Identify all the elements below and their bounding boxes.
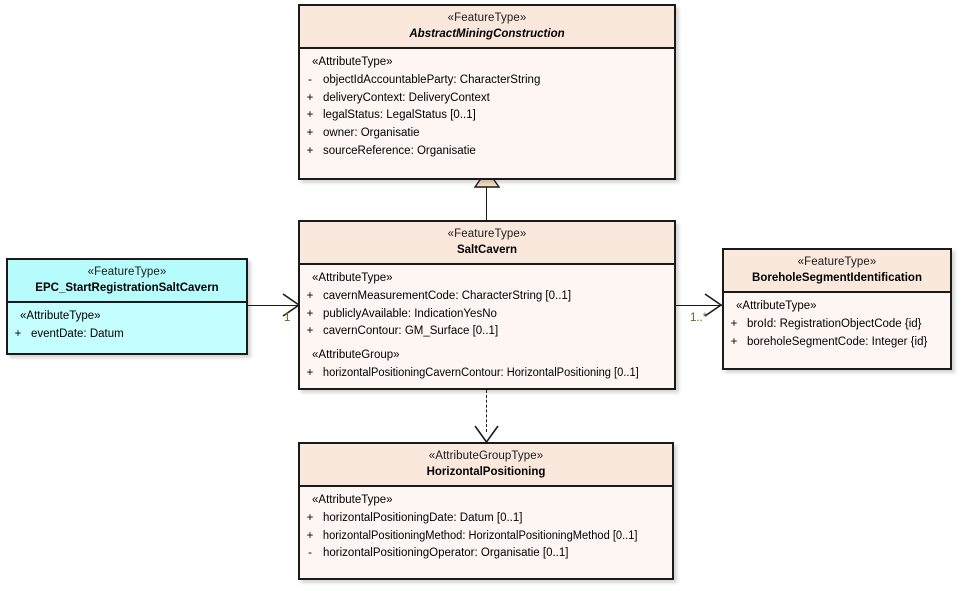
association-line-epc-to-saltcavern <box>248 305 298 306</box>
attribute-row: + cavernContour: GM_Surface [0..1] <box>300 323 674 341</box>
attribute-label: broId: RegistrationObjectCode {id} <box>747 317 922 330</box>
attribute-visibility: + <box>306 289 314 302</box>
attribute-row: + eventDate: Datum <box>8 326 246 344</box>
compartment-label-attributetype: «AttributeType» <box>736 300 817 313</box>
attribute-label: boreholeSegmentCode: Integer {id} <box>747 335 928 348</box>
attribute-row: + cavernMeasurementCode: CharacterString… <box>300 288 674 306</box>
multiplicity-label-saltcavern-to-borehole: 1..* <box>690 312 708 324</box>
attribute-row: - horizontalPositioningOperator: Organis… <box>300 545 672 563</box>
attribute-label: horizontalPositioningOperator: Organisat… <box>323 547 569 560</box>
attribute-visibility: + <box>306 145 314 158</box>
compartment-label-attributetype: «AttributeType» <box>312 56 393 69</box>
attribute-label: legalStatus: LegalStatus [0..1] <box>323 109 476 122</box>
class-stereotype: «FeatureType» <box>797 256 877 268</box>
compartment-label-attributetype: «AttributeType» <box>312 272 393 285</box>
attribute-row: + horizontalPositioningCavernContour: Ho… <box>300 365 674 383</box>
attribute-row: + deliveryContext: DeliveryContext <box>300 90 674 108</box>
attribute-visibility: + <box>306 109 314 122</box>
class-header-horizontalpositioning: «AttributeGroupType» HorizontalPositioni… <box>300 444 672 488</box>
dependency-arrowhead-icon <box>474 425 499 444</box>
attribute-row: + legalStatus: LegalStatus [0..1] <box>300 107 674 125</box>
attribute-visibility: + <box>306 91 314 104</box>
class-header-saltcavern: «FeatureType» SaltCavern <box>300 222 674 266</box>
attribute-label: publiclyAvailable: IndicationYesNo <box>323 307 497 320</box>
class-stereotype: «FeatureType» <box>87 266 167 278</box>
attribute-row: + publiclyAvailable: IndicationYesNo <box>300 306 674 324</box>
dependency-line-saltcavern-to-horizontalpositioning <box>486 390 487 432</box>
class-stereotype: «FeatureType» <box>447 228 527 240</box>
attribute-visibility: - <box>308 547 312 560</box>
attribute-label: horizontalPositioningMethod: HorizontalP… <box>322 529 638 542</box>
attribute-visibility: + <box>306 511 314 524</box>
compartment-label-attributetype: «AttributeType» <box>312 494 393 507</box>
class-body-boreholesegmentidentification: «AttributeType» + broId: RegistrationObj… <box>724 293 950 357</box>
attribute-visibility: + <box>306 307 314 320</box>
attribute-row: + sourceReference: Organisatie <box>300 143 674 161</box>
class-body-epc-startregistrationsaltcavern: «AttributeType» + eventDate: Datum <box>8 303 246 350</box>
class-stereotype: «FeatureType» <box>447 12 527 24</box>
association-line-saltcavern-to-borehole <box>676 305 724 306</box>
attribute-label: horizontalPositioningCavernContour: Hori… <box>322 367 639 380</box>
attribute-label: sourceReference: Organisatie <box>323 145 476 158</box>
class-body-abstractminingconstruction: «AttributeType» - objectIdAccountablePar… <box>300 49 674 167</box>
attribute-row: + owner: Organisatie <box>300 125 674 143</box>
attribute-visibility: - <box>308 73 312 86</box>
class-title: EPC_StartRegistrationSaltCavern <box>35 282 219 295</box>
attribute-label: horizontalPositioningDate: Datum [0..1] <box>323 511 523 524</box>
attribute-visibility: + <box>306 367 314 380</box>
attribute-label: cavernContour: GM_Surface [0..1] <box>323 325 499 338</box>
attribute-label: objectIdAccountableParty: CharacterStrin… <box>323 73 541 86</box>
attribute-visibility: + <box>14 327 22 340</box>
generalization-line-saltcavern-to-abstractminingconstruction <box>486 184 487 220</box>
compartment-label-attributetype: «AttributeType» <box>20 310 101 323</box>
attribute-label: owner: Organisatie <box>323 127 420 140</box>
attribute-row: + horizontalPositioningDate: Datum [0..1… <box>300 510 672 528</box>
attribute-row: + boreholeSegmentCode: Integer {id} <box>724 334 950 352</box>
attribute-visibility: + <box>306 325 314 338</box>
attribute-visibility: + <box>306 127 314 140</box>
compartment-label-attributegroup: «AttributeGroup» <box>312 349 400 362</box>
class-title: SaltCavern <box>456 244 518 257</box>
class-title: HorizontalPositioning <box>426 466 546 479</box>
attribute-row: + horizontalPositioningMethod: Horizonta… <box>300 528 672 546</box>
attribute-label: eventDate: Datum <box>31 327 124 340</box>
attribute-label: deliveryContext: DeliveryContext <box>323 91 490 104</box>
class-stereotype: «AttributeGroupType» <box>428 450 544 462</box>
class-box-saltcavern[interactable]: «FeatureType» SaltCavern «AttributeType»… <box>298 220 676 390</box>
class-box-abstractminingconstruction[interactable]: «FeatureType» AbstractMiningConstruction… <box>298 4 676 180</box>
class-header-boreholesegmentidentification: «FeatureType» BoreholeSegmentIdentificat… <box>724 250 950 294</box>
class-box-epc-startregistrationsaltcavern[interactable]: «FeatureType» EPC_StartRegistrationSaltC… <box>6 258 248 355</box>
attribute-visibility: + <box>306 529 314 542</box>
class-header-epc-startregistrationsaltcavern: «FeatureType» EPC_StartRegistrationSaltC… <box>8 260 246 304</box>
class-body-saltcavern: «AttributeType» + cavernMeasurementCode:… <box>300 265 674 388</box>
class-body-horizontalpositioning: «AttributeType» + horizontalPositioningD… <box>300 487 672 569</box>
association-arrowhead-icon-saltcavern-to-borehole <box>704 293 723 317</box>
attribute-visibility: + <box>730 317 738 330</box>
attribute-row: + broId: RegistrationObjectCode {id} <box>724 316 950 334</box>
attribute-row: - objectIdAccountableParty: CharacterStr… <box>300 72 674 90</box>
class-header-abstractminingconstruction: «FeatureType» AbstractMiningConstruction <box>300 6 674 50</box>
attribute-visibility: + <box>730 335 738 348</box>
attribute-label: cavernMeasurementCode: CharacterString [… <box>323 289 572 302</box>
class-title: AbstractMiningConstruction <box>409 28 565 41</box>
class-box-horizontalpositioning[interactable]: «AttributeGroupType» HorizontalPositioni… <box>298 442 674 580</box>
class-box-boreholesegmentidentification[interactable]: «FeatureType» BoreholeSegmentIdentificat… <box>722 248 952 370</box>
multiplicity-label-epc-to-saltcavern: 1 <box>284 312 291 324</box>
class-title: BoreholeSegmentIdentification <box>752 272 922 285</box>
